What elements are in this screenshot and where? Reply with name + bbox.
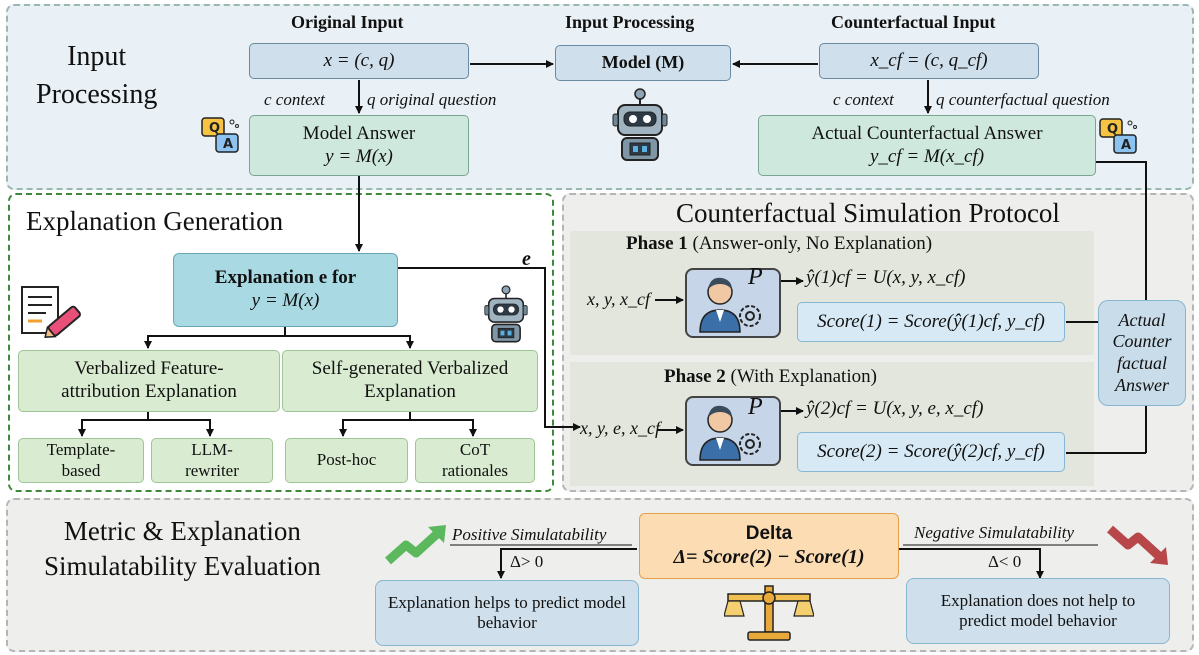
right-context-label: c context: [833, 90, 894, 109]
verbalized-feature-label: Verbalized Feature-attribution Explanati…: [61, 358, 237, 402]
actual-counterfactual-label: Actual Counter factual Answer: [1112, 309, 1172, 395]
p-label-1: P: [748, 264, 763, 290]
simulator-box-2: [685, 396, 781, 466]
delta-title: Delta: [745, 522, 793, 544]
section-title-metric: Metric & Explanation Simulatability Eval…: [44, 516, 321, 582]
trend-up-icon: [385, 525, 446, 565]
positive-condition: Δ> 0: [510, 552, 544, 571]
model-answer-title: Model Answer: [302, 122, 416, 144]
qa-chat-icon: Q A: [201, 117, 239, 153]
model-label: Model (M): [601, 52, 685, 73]
llm-rewriter-label: LLM-rewriter: [185, 440, 239, 480]
negative-label: Negative Simulatability: [914, 523, 1075, 542]
phase1-prediction: ŷ(1)cf = U(x, y, x_cf): [806, 267, 966, 288]
phase1-rest: (Answer-only, No Explanation): [692, 233, 933, 254]
right-question-label: q counterfactual question: [936, 90, 1110, 109]
svg-text:A: A: [1121, 138, 1131, 153]
input-processing-header: Input Processing: [565, 12, 695, 32]
original-input-formula: x = (c, q): [323, 49, 395, 71]
phase2-rest: (With Explanation): [730, 366, 877, 387]
phase2-input: x, y, e, x_cf: [580, 418, 660, 438]
phase2-prediction: ŷ(2)cf = U(x, y, e, x_cf): [806, 398, 984, 419]
cf-answer-formula: y_cf = M(x_cf): [869, 145, 985, 167]
actual-counterfactual-box: Actual Counter factual Answer: [1098, 300, 1186, 406]
section-title-explanation: Explanation Generation: [26, 206, 284, 236]
phase1-score-box: Score(1) = Score(ŷ(1)cf, y_cf): [797, 302, 1065, 342]
svg-text:A: A: [223, 137, 233, 152]
cf-answer-box: Actual Counterfactual Answer y_cf = M(x_…: [758, 115, 1096, 176]
phase2-score: Score(2) = Score(ŷ(2)cf, y_cf): [817, 440, 1045, 462]
svg-text:Q: Q: [1107, 122, 1118, 137]
explanation-line1: Explanation e for: [214, 267, 357, 289]
qa-chat-icon: Q A: [1099, 118, 1137, 154]
left-question-label: q original question: [367, 90, 497, 109]
model-answer-box: Model Answer y = M(x): [249, 115, 469, 176]
original-input-box: x = (c, q): [249, 43, 469, 79]
phase2-bold: Phase 2: [664, 366, 726, 387]
self-generated-label: Self-generated Verbalized Explanation: [311, 358, 509, 402]
phase1-score: Score(1) = Score(ŷ(1)cf, y_cf): [817, 310, 1045, 332]
helps-box: Explanation helps to predict model behav…: [375, 580, 639, 646]
section-title-simulation: Counterfactual Simulation Protocol: [676, 198, 1060, 228]
phase1-input: x, y, x_cf: [587, 289, 650, 309]
original-input-header: Original Input: [291, 12, 404, 32]
negative-condition: Δ< 0: [988, 552, 1022, 571]
trend-down-icon: [1107, 525, 1168, 565]
template-based-label: Template-based: [46, 440, 116, 480]
template-based-box: Template-based: [18, 438, 144, 483]
model-answer-formula: y = M(x): [325, 145, 393, 167]
post-hoc-box: Post-hoc: [285, 438, 408, 483]
robot-icon: [484, 285, 528, 343]
explanation-line2: y = M(x): [251, 290, 320, 311]
svg-text:Q: Q: [209, 121, 220, 136]
phase2-title: Phase 2 (With Explanation): [664, 366, 877, 388]
p-label-2: P: [748, 394, 763, 420]
phase1-title: Phase 1 (Answer-only, No Explanation): [626, 233, 932, 255]
delta-formula: Δ= Score(2) − Score(1): [673, 546, 865, 569]
self-generated-box: Self-generated Verbalized Explanation: [282, 350, 538, 412]
llm-rewriter-box: LLM-rewriter: [151, 438, 273, 483]
document-pen-icon: [21, 286, 81, 338]
section-title-input: Input Processing: [36, 41, 158, 110]
explanation-box: Explanation e for y = M(x): [173, 253, 398, 327]
person-gear-icon: [699, 277, 761, 333]
counterfactual-input-formula: x_cf = (c, q_cf): [870, 49, 988, 71]
not-helps-box: Explanation does not help to predict mod…: [906, 578, 1170, 644]
cot-box: CoT rationales: [415, 438, 535, 483]
cot-label: CoT rationales: [441, 440, 509, 480]
counterfactual-input-box: x_cf = (c, q_cf): [819, 43, 1039, 79]
counterfactual-input-header: Counterfactual Input: [831, 12, 996, 32]
phase2-score-box: Score(2) = Score(ŷ(2)cf, y_cf): [797, 432, 1065, 472]
not-helps-label: Explanation does not help to predict mod…: [940, 590, 1136, 630]
person-gear-icon: [699, 405, 761, 461]
cf-answer-title: Actual Counterfactual Answer: [811, 122, 1043, 144]
robot-icon: [612, 88, 668, 161]
e-label: e: [522, 248, 531, 270]
simulator-box-1: [685, 268, 781, 338]
verbalized-feature-box: Verbalized Feature-attribution Explanati…: [18, 350, 280, 412]
model-box: Model (M): [555, 45, 731, 81]
left-context-label: c context: [264, 90, 325, 109]
positive-label: Positive Simulatability: [452, 525, 607, 544]
phase1-bold: Phase 1: [626, 233, 688, 254]
helps-label: Explanation helps to predict model behav…: [388, 592, 626, 632]
balance-scale-icon: [724, 585, 814, 641]
post-hoc-label: Post-hoc: [316, 450, 377, 470]
delta-box: Delta Δ= Score(2) − Score(1): [639, 513, 899, 579]
